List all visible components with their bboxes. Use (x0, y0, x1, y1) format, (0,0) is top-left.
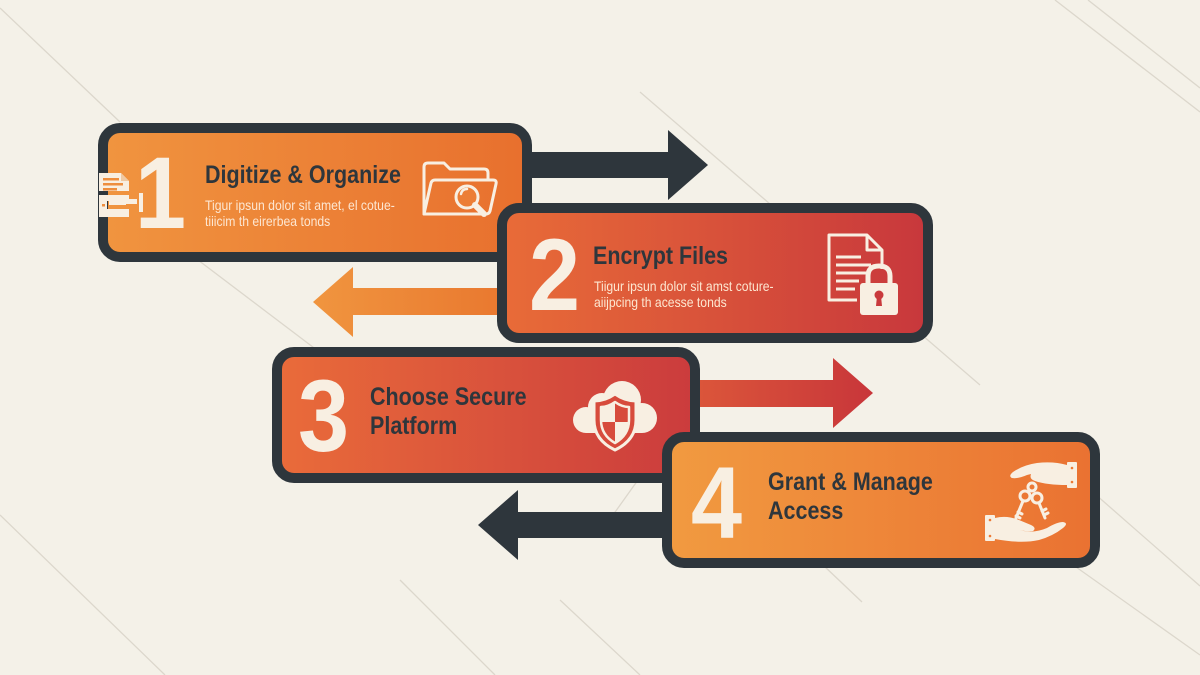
arrow-left-step2-to-step3 (313, 267, 505, 337)
arrow-right-step1-to-step2 (515, 130, 708, 200)
document-connector-icon (97, 171, 145, 224)
step-number: 2 (529, 218, 581, 332)
step-card-3: 3 Choose Secure Platform (272, 347, 700, 483)
step-title-line: Access (768, 497, 844, 525)
hands-keys-icon (985, 460, 1079, 546)
step-number: 3 (298, 359, 350, 473)
step-card-1: 1 Digitize & Organize Tigur ipsun dolor … (98, 123, 532, 262)
step-title-line: Choose Secure (370, 383, 527, 411)
step-number: 1 (135, 136, 187, 250)
step-description: Tiigur ipsun dolor sit amst coture- aiij… (594, 278, 774, 310)
step-title: Choose Secure Platform (370, 383, 527, 441)
step-title-line: Encrypt Files (593, 242, 729, 270)
step-title: Encrypt Files (593, 242, 728, 271)
step-description: Tigur ipsun dolor sit amet, el cotue- ti… (205, 197, 395, 229)
document-lock-icon (827, 233, 899, 317)
arrow-left-step4 (478, 490, 670, 560)
step-title: Grant & Manage Access (768, 468, 933, 526)
cloud-shield-icon (572, 380, 658, 452)
step-title-line: Platform (370, 412, 458, 440)
folder-search-icon (420, 158, 500, 220)
step-description-line: Tiigur ipsun dolor sit amst coture- (594, 278, 774, 294)
step-number: 4 (691, 446, 743, 560)
step-card-4: 4 Grant & Manage Access (662, 432, 1100, 568)
step-description-line: Tigur ipsun dolor sit amet, el cotue- (205, 197, 395, 213)
step-card-2: 2 Encrypt Files Tiigur ipsun dolor sit a… (497, 203, 933, 343)
step-title: Digitize & Organize (205, 161, 401, 190)
step-title-line: Grant & Manage (768, 468, 933, 496)
step-title-line: Digitize & Organize (205, 161, 401, 189)
arrow-right-step3-to-step4 (690, 358, 873, 428)
step-description-line: aiijpcing th acesse tonds (594, 294, 727, 310)
step-description-line: tiiicim th eirerbea tonds (205, 213, 331, 229)
